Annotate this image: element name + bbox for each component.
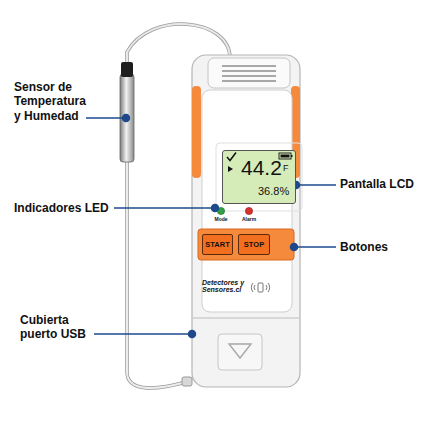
led-label: Alarm bbox=[236, 216, 262, 222]
stop-button: STOP bbox=[238, 234, 270, 255]
sensor-probe bbox=[120, 74, 134, 162]
callout-label: Pantalla LCD bbox=[340, 177, 428, 191]
screen-bezel bbox=[216, 143, 302, 211]
button-panel bbox=[198, 229, 294, 260]
alarm-led bbox=[245, 207, 252, 214]
usb-cover-panel bbox=[218, 334, 262, 370]
probe-rod-highlight bbox=[127, 160, 186, 388]
temperature-unit: F bbox=[283, 164, 289, 173]
cover-seam bbox=[193, 317, 299, 318]
device-body bbox=[192, 55, 300, 387]
button-label: START bbox=[203, 235, 232, 254]
orange-side-band bbox=[192, 86, 201, 178]
battery-tip bbox=[291, 155, 293, 157]
button-label: STOP bbox=[239, 235, 269, 254]
callout-label: Sensor de Temperatura y Humedad bbox=[14, 80, 90, 123]
callout-label: Cubierta puerto USB bbox=[20, 313, 94, 342]
humidity-reading: 36.8% bbox=[258, 186, 289, 197]
battery-level bbox=[281, 155, 290, 158]
start-button: START bbox=[202, 234, 233, 255]
led-label: Mode bbox=[208, 216, 234, 222]
callout-label: Indicadores LED bbox=[14, 201, 118, 215]
sensor-cap bbox=[121, 62, 133, 77]
temperature-reading: 44.2 bbox=[241, 157, 282, 178]
probe-rod bbox=[127, 160, 186, 388]
vent-slots bbox=[222, 66, 276, 81]
lcd-screen: 44.2F 36.8% bbox=[222, 150, 296, 204]
cover-arrow bbox=[229, 344, 251, 358]
battery-icon bbox=[279, 153, 291, 159]
leader-lines bbox=[86, 115, 336, 338]
play-icon bbox=[228, 166, 233, 172]
check-icon bbox=[227, 153, 236, 161]
callout-label: Botones bbox=[340, 240, 428, 254]
logo-icon bbox=[251, 283, 269, 292]
cable-port bbox=[182, 377, 192, 386]
vent-cap bbox=[208, 58, 290, 88]
brand-logo: Detectores y Sensores.cl bbox=[202, 279, 254, 294]
